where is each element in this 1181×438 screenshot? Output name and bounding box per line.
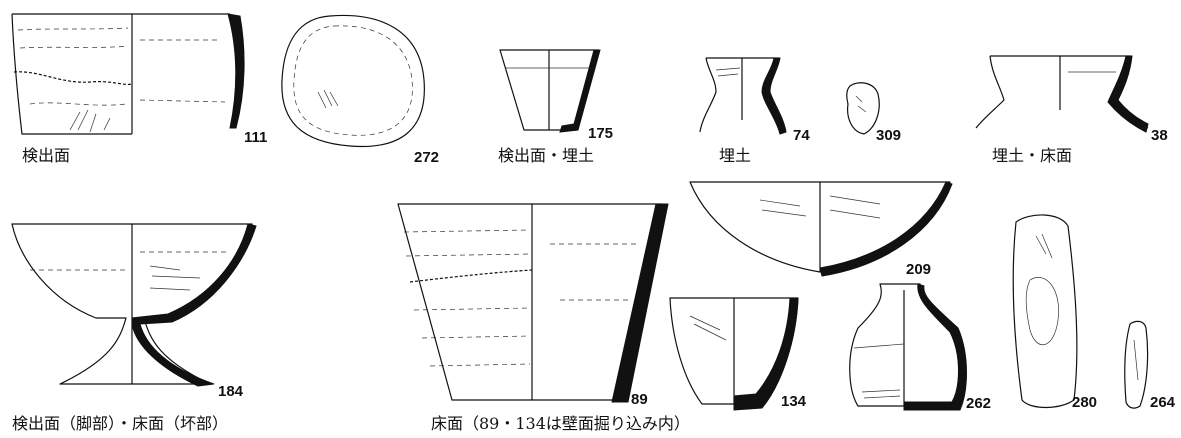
artifact-number-111: 111 [244, 129, 268, 146]
caption-kenshutsu: 検出面 [22, 146, 71, 165]
artifact-number-184: 184 [218, 383, 244, 400]
artifact-drawing-209 [689, 181, 953, 277]
artifact-drawing-74 [699, 57, 787, 135]
artifact-drawing-280 [1012, 214, 1078, 409]
artifact-number-309: 309 [876, 127, 902, 144]
artifact-number-38: 38 [1151, 127, 1168, 144]
caption-umetsuchi: 埋土 [719, 146, 752, 165]
caption-yuka-89-134: 床面（89・134は壁面掘り込み内） [431, 414, 690, 433]
artifact-number-280: 280 [1072, 394, 1098, 411]
artifact-number-74: 74 [793, 127, 810, 144]
artifact-drawing-262 [849, 283, 967, 411]
artifact-number-175: 175 [588, 125, 614, 142]
artifact-drawing-175 [499, 49, 601, 133]
artifact-number-272: 272 [414, 149, 440, 166]
artifact-drawing-111 [11, 13, 245, 135]
caption-kenshutsu-umetsuchi: 検出面・埋土 [498, 146, 595, 165]
caption-kyakubu-tsukibu: 検出面（脚部）・床面（坏部） [12, 414, 229, 433]
artifact-number-89: 89 [631, 391, 648, 408]
artifact-drawing-89 [397, 203, 669, 403]
artifact-number-262: 262 [966, 395, 992, 412]
artifact-drawing-264 [1124, 320, 1149, 409]
artifact-drawing-184 [11, 223, 257, 387]
artifact-drawing-134 [669, 297, 799, 411]
artifact-number-264: 264 [1150, 394, 1176, 411]
artifact-number-209: 209 [906, 261, 932, 278]
artifact-number-134: 134 [781, 393, 807, 410]
artifact-drawing-38 [975, 55, 1149, 133]
artifact-drawing-272 [281, 14, 425, 148]
artifact-drawing-309 [846, 82, 880, 135]
caption-umetsuchi-yuka: 埋土・床面 [992, 146, 1073, 165]
